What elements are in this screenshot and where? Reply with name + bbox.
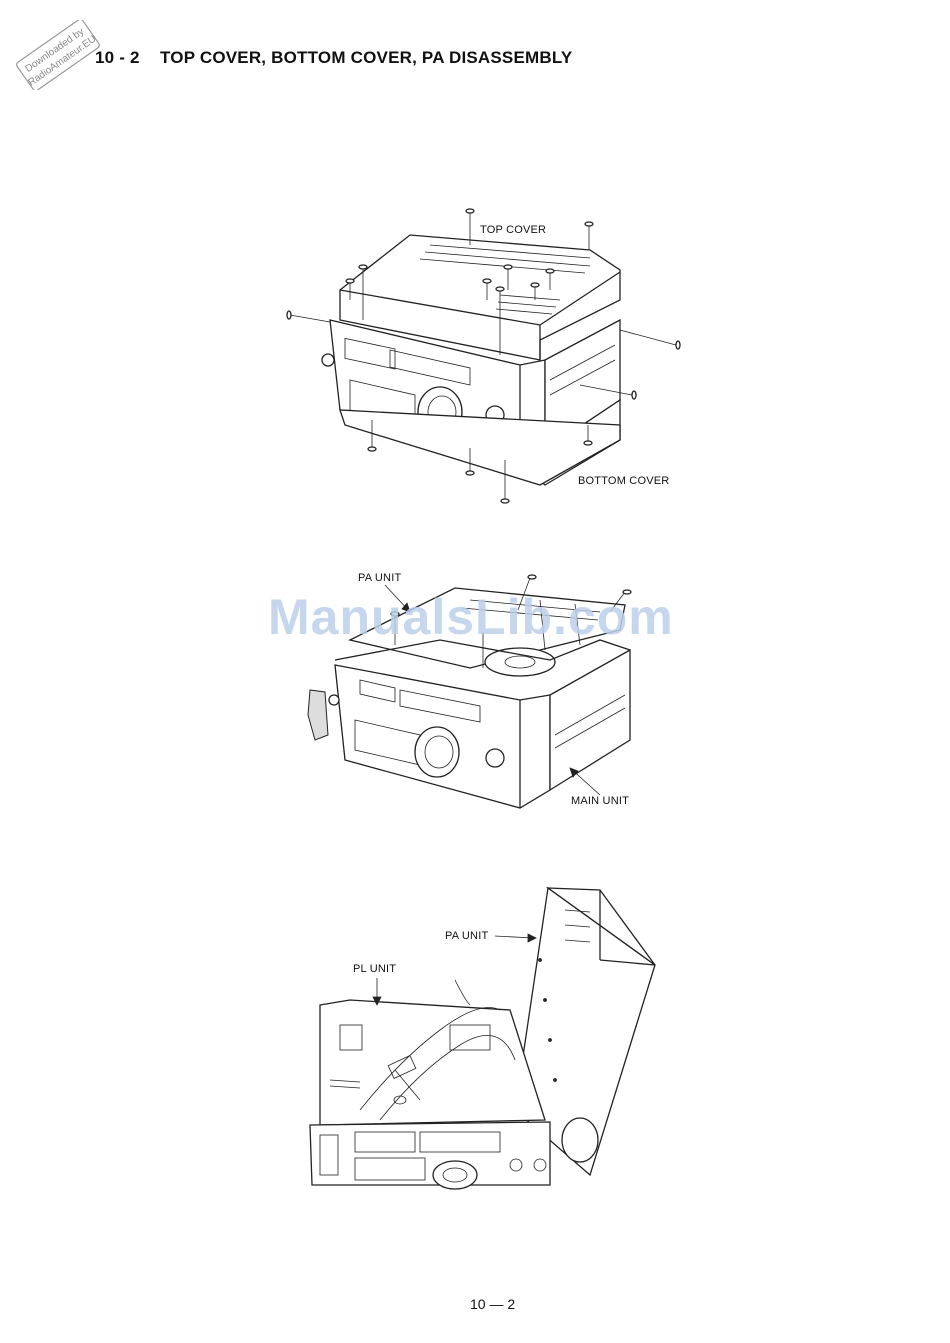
main-dial-3 xyxy=(433,1161,477,1189)
main-chassis-open xyxy=(320,1000,545,1125)
radio-body-front-3 xyxy=(310,1122,550,1185)
page-number: 10 — 2 xyxy=(470,1296,515,1312)
pl-unit-label: PL UNIT xyxy=(353,963,396,975)
pa-unit-label-fig3: PA UNIT xyxy=(445,930,488,942)
hinge xyxy=(562,1118,598,1162)
